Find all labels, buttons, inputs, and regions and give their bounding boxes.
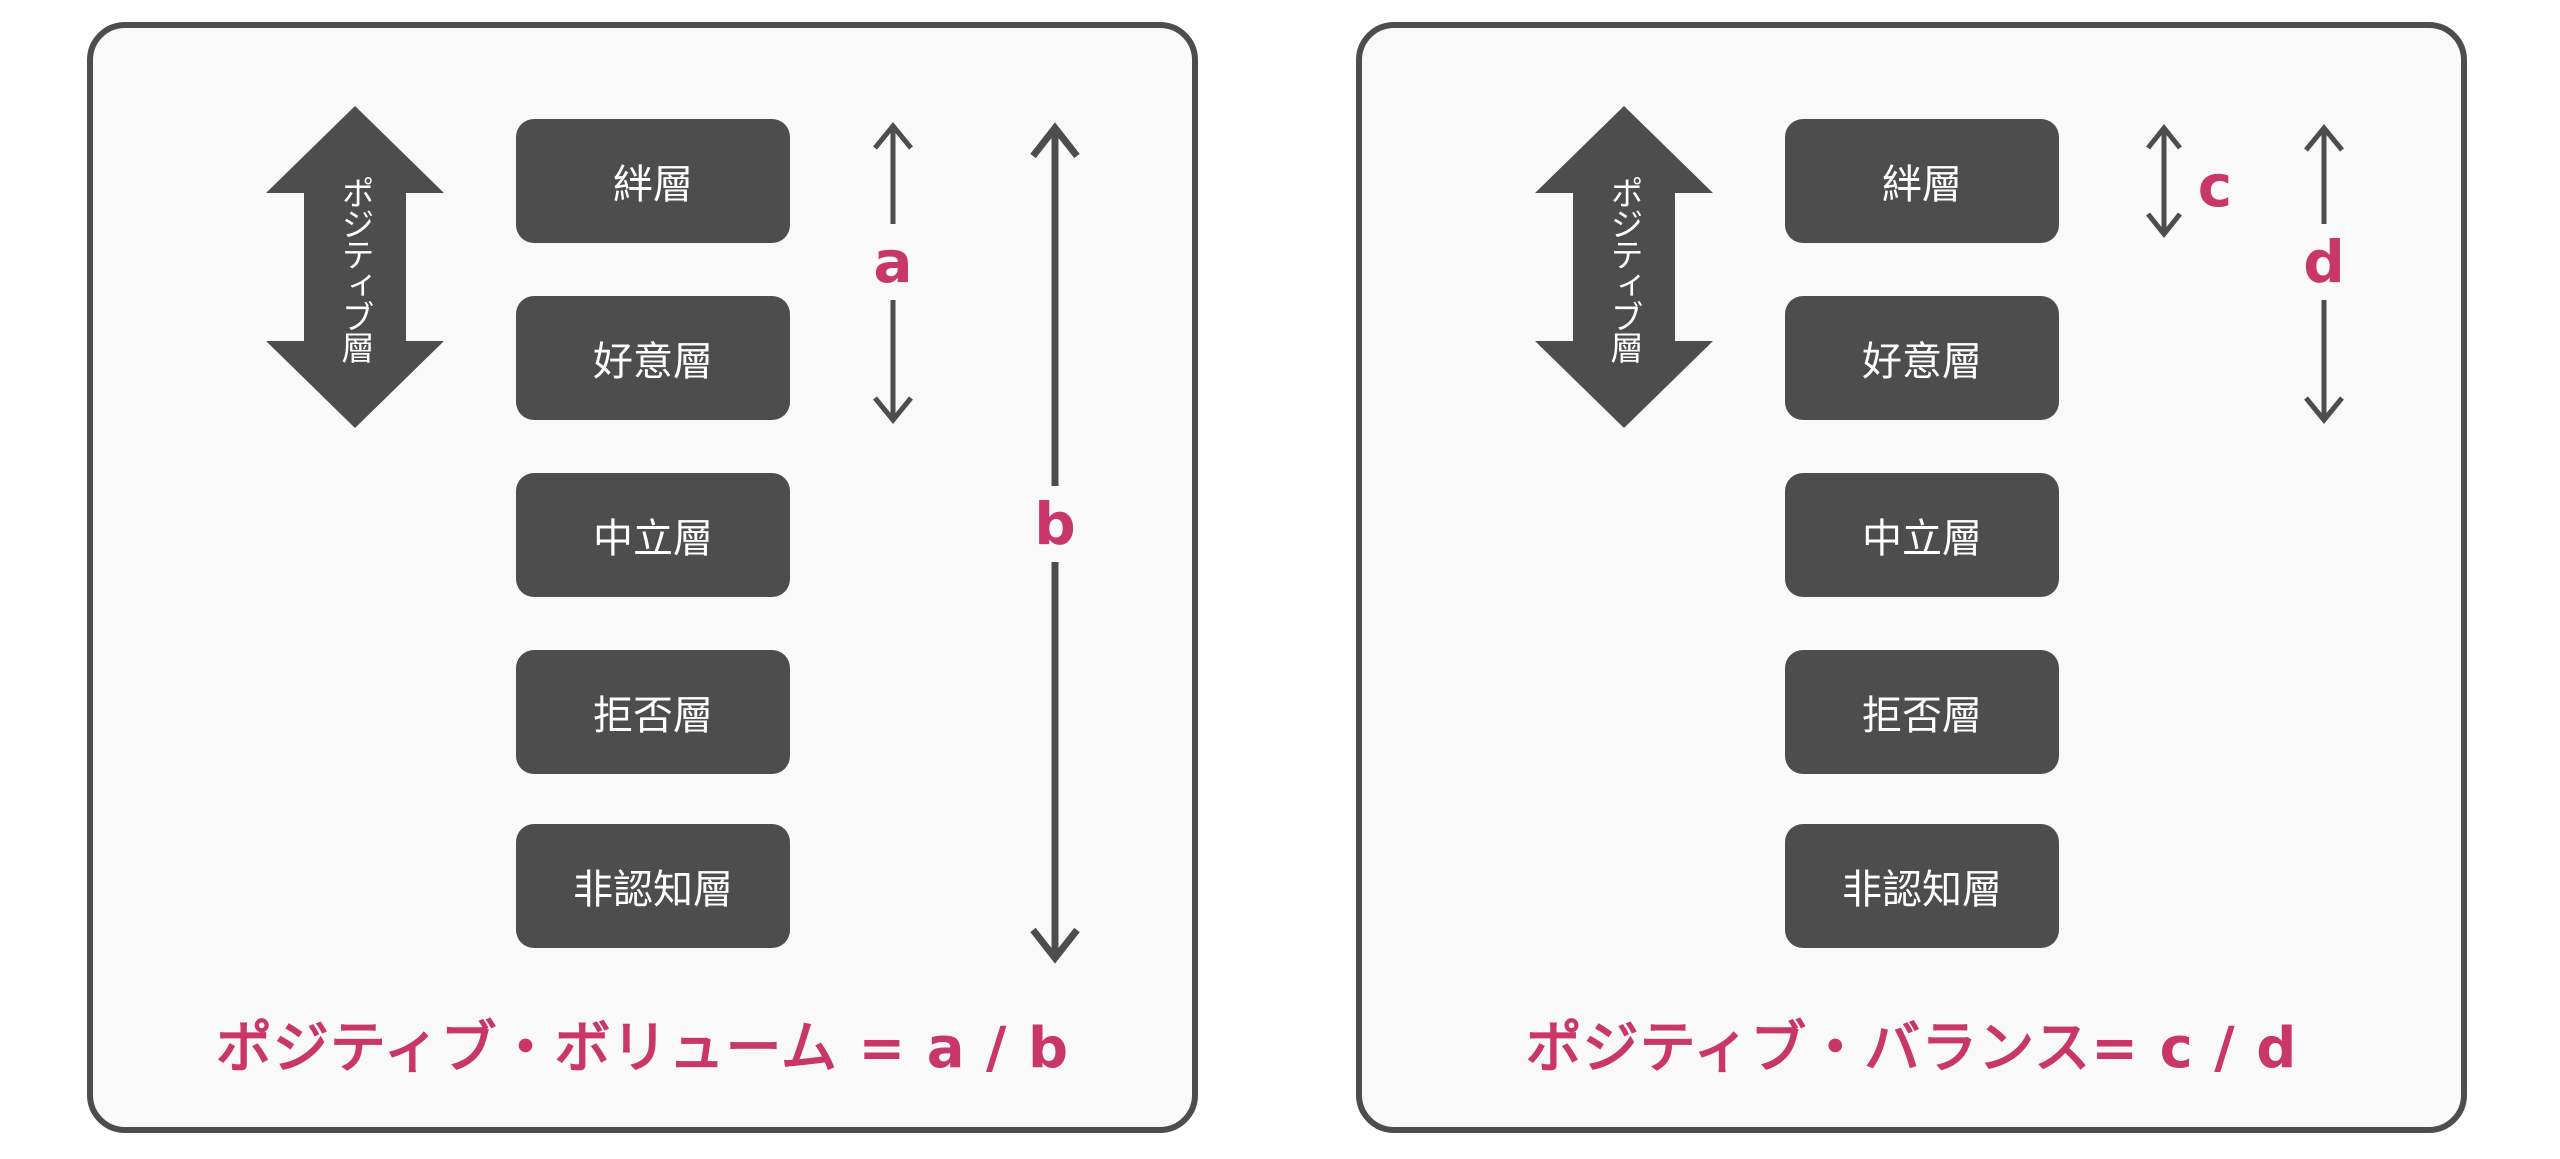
layer-neutral: 中立層: [1785, 473, 2059, 597]
positive-layer-double-arrow: ポジティブ層: [266, 106, 444, 428]
label-b: b: [1019, 486, 1091, 562]
label-c: c: [2197, 152, 2233, 220]
double-arrow-icon: [266, 106, 444, 428]
positive-balance-panel: ポジティブ層 絆層 好意層 中立層 拒否層 非認知層 c d ポジティブ・バラン…: [1356, 22, 2467, 1133]
layer-neutral: 中立層: [516, 473, 790, 597]
layer-favorable: 好意層: [516, 296, 790, 420]
layer-unaware: 非認知層: [1785, 824, 2059, 948]
positive-volume-formula: ポジティブ・ボリューム = a / b: [215, 1016, 1070, 1081]
label-d: d: [2284, 224, 2364, 300]
positive-layer-label: ポジティブ層: [1605, 176, 1644, 362]
measure-arrow-c: [2146, 123, 2182, 239]
layer-bond: 絆層: [1785, 119, 2059, 243]
layer-rejection: 拒否層: [516, 650, 790, 774]
positive-layer-double-arrow: ポジティブ層: [1535, 106, 1713, 428]
layer-rejection: 拒否層: [1785, 650, 2059, 774]
positive-layer-label: ポジティブ層: [336, 176, 375, 362]
layer-favorable: 好意層: [1785, 296, 2059, 420]
positive-volume-panel: ポジティブ層 絆層 好意層 中立層 拒否層 非認知層 a b ポジティブ・ボリュ…: [87, 22, 1198, 1133]
layer-bond: 絆層: [516, 119, 790, 243]
positive-balance-formula: ポジティブ・バランス= c / d: [1525, 1016, 2298, 1081]
layer-unaware: 非認知層: [516, 824, 790, 948]
label-a: a: [863, 224, 923, 300]
double-arrow-icon: [1535, 106, 1713, 428]
